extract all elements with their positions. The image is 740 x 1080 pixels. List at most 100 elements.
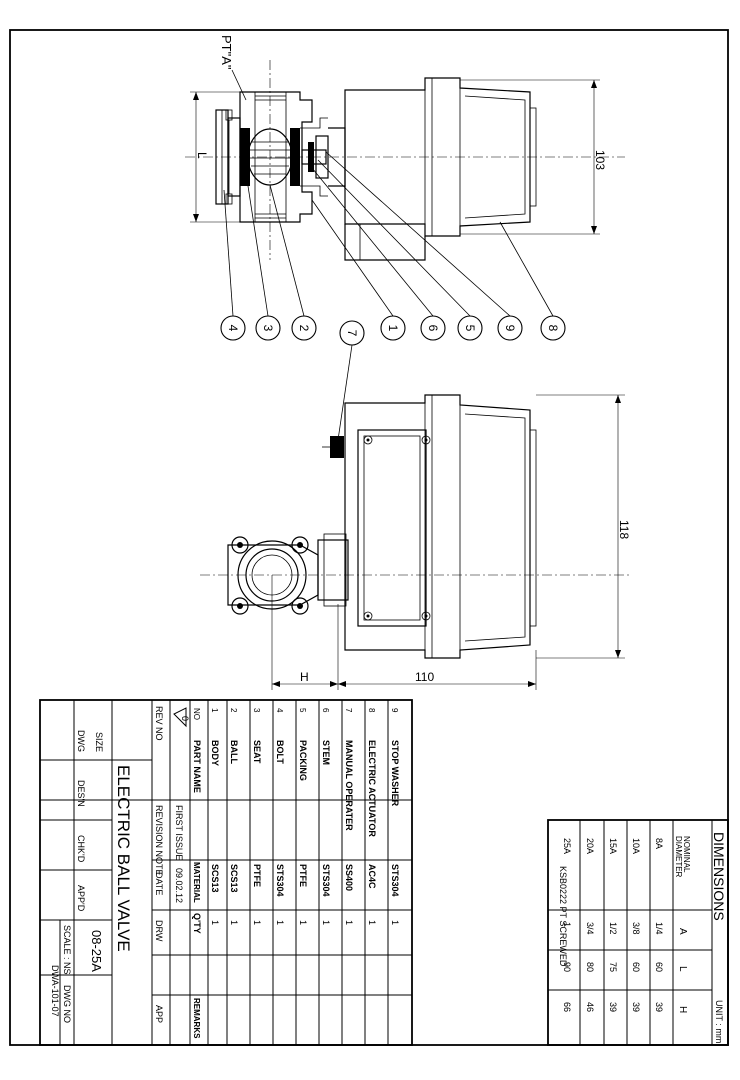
title-area: ELECTRIC BALL VALVE SIZE 08-25A DWG DES'… (50, 730, 133, 1023)
svg-text:4: 4 (226, 325, 240, 332)
balloon-6: 6 (420, 315, 446, 341)
parts-header-remarks: REMARKS (192, 998, 201, 1039)
dim-header-h: H (677, 1006, 688, 1013)
dim-cell: 46 (585, 1002, 595, 1012)
drw-header: DRW (154, 920, 164, 942)
part-qty: 1 (275, 920, 285, 925)
part-material: STS304 (390, 864, 400, 897)
svg-text:9: 9 (503, 325, 517, 332)
part-qty: 1 (321, 920, 331, 925)
part-no: 6 (321, 708, 330, 713)
first-issue-date: 09.02.12 (174, 868, 184, 903)
revision-rows: FIRST ISSUE 09.02.12 REV NO REVISION NOT… (154, 706, 184, 1023)
part-material: SS400 (344, 864, 354, 891)
part-qty: 1 (229, 920, 239, 925)
part-balloons: 4 3 2 7 1 6 5 9 8 (220, 151, 566, 441)
part-no: 1 (210, 708, 219, 713)
dwg-no-label: DWG NO (62, 985, 72, 1023)
dim-cell: 39 (608, 1002, 618, 1012)
svg-text:5: 5 (463, 325, 477, 332)
dim-cell: 1 (562, 922, 572, 927)
svg-text:2: 2 (297, 325, 311, 332)
part-qty: 1 (298, 920, 308, 925)
dim-110-label: 110 (415, 670, 434, 684)
chkd-label: CHK'D (76, 835, 86, 863)
part-name: STEM (321, 740, 331, 765)
dim-cell: 39 (654, 1002, 664, 1012)
part-material: SCS13 (210, 864, 220, 893)
dim-cell: 60 (654, 962, 664, 972)
date-header: DATE (154, 872, 164, 895)
dim-cell: 20A (585, 838, 595, 854)
dim-cell: 15A (608, 838, 618, 854)
dim-cell: 60 (631, 962, 641, 972)
part-no: 2 (229, 708, 238, 713)
part-material: PTFE (252, 864, 262, 887)
part-no: 3 (252, 708, 261, 713)
svg-text:8: 8 (546, 325, 560, 332)
part-qty: 1 (390, 920, 400, 925)
dim-header-l: L (677, 966, 688, 972)
part-qty: 1 (210, 920, 220, 925)
dim-cell: 39 (631, 1002, 641, 1012)
pt-thread-label: PT"A" (219, 35, 234, 70)
parts-header-qty: Q'TY (192, 913, 202, 934)
balloon-3: 3 (255, 315, 281, 341)
desn-label: DES'N (76, 780, 86, 807)
part-qty: 1 (367, 920, 377, 925)
part-no: 5 (298, 708, 307, 713)
svg-text:1: 1 (386, 325, 400, 332)
dim-h-label: H (300, 670, 309, 684)
dim-cell: 3/8 (631, 922, 641, 935)
dimensions-table: DIMENSIONS UNIT : mm KSB0222 PT SCREWED (547, 819, 729, 1046)
dim-cell: 10A (631, 838, 641, 854)
revision-note-header: REVISION NOTE (154, 805, 164, 876)
rev-no-header: REV NO (154, 706, 164, 741)
side-view: 118 H 110 (200, 394, 631, 690)
dimensions-title: DIMENSIONS (711, 832, 727, 921)
size-value: 08-25A (89, 930, 104, 972)
section-view: PT"A" L 103 (185, 35, 625, 261)
part-name: PACKING (298, 740, 308, 781)
drawing-title: ELECTRIC BALL VALVE (114, 765, 133, 952)
part-name: SEAT (252, 740, 262, 764)
first-issue-note: FIRST ISSUE (174, 805, 184, 860)
part-no: 7 (344, 708, 353, 713)
dim-cell: 3/4 (585, 922, 595, 935)
part-name: BALL (229, 740, 239, 764)
part-qty: 1 (344, 920, 354, 925)
svg-text:7: 7 (345, 330, 359, 337)
svg-text:3: 3 (261, 325, 275, 332)
table-note: KSB0222 PT SCREWED (558, 866, 568, 967)
size-label: SIZE (94, 732, 104, 752)
part-qty: 1 (252, 920, 262, 925)
parts-header-material: MATERIAL (192, 862, 201, 903)
dwg-no-value: DWA-101-07 (50, 965, 60, 1017)
dim-cell: 25A (562, 838, 572, 854)
dim-cell: 75 (608, 962, 618, 972)
part-no: 8 (367, 708, 376, 713)
part-material: PTFE (298, 864, 308, 887)
unit-label: UNIT : mm (714, 1000, 724, 1043)
parts-header-no: NO (192, 708, 201, 720)
part-name: ELECTRIC ACTUATOR (367, 740, 377, 837)
part-name: BOLT (275, 740, 285, 764)
part-material: SCS13 (229, 864, 239, 893)
balloon-5: 5 (457, 315, 483, 341)
dwg-label: DWG (76, 730, 86, 752)
part-name: BODY (210, 740, 220, 766)
balloon-7: 7 (339, 320, 365, 346)
part-no: 4 (275, 708, 284, 713)
part-material: AC4C (367, 864, 377, 889)
dimensions-table-cells: NOMINALDIAMETERALH8A1/4603910A3/8603915A… (562, 836, 691, 1013)
dim-118-label: 118 (617, 520, 631, 539)
revision-mark: 0 (180, 716, 190, 721)
dim-l-label: L (195, 152, 209, 159)
title-block: 0 (39, 699, 413, 1046)
balloon-9: 9 (497, 315, 523, 341)
dim-cell: 66 (562, 1002, 572, 1012)
dim-cell: 80 (585, 962, 595, 972)
appd-label: APP'D (76, 885, 86, 912)
part-material: STS304 (321, 864, 331, 897)
